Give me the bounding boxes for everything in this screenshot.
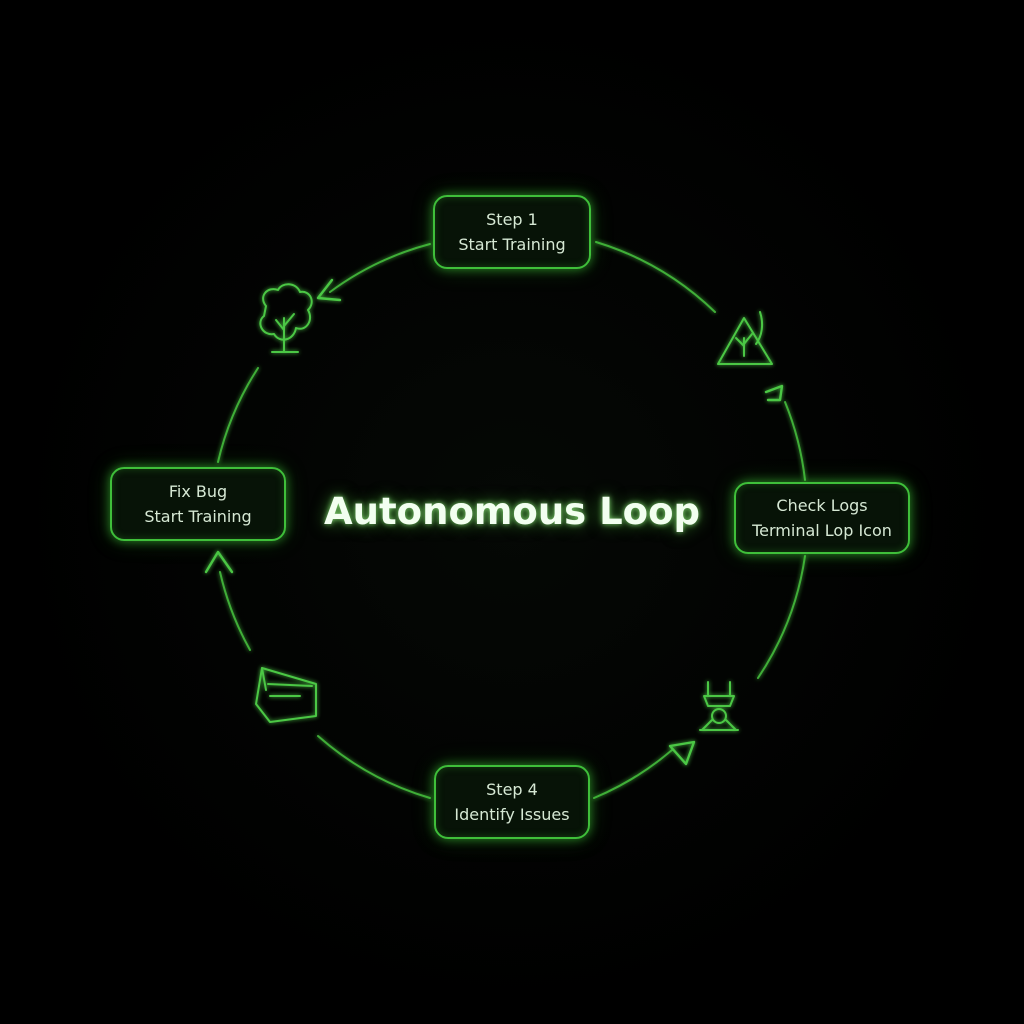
arrow-right-upper-icon — [764, 384, 784, 402]
step-node-check-logs: Check Logs Terminal Lop Icon — [734, 482, 910, 554]
node-label: Start Training — [458, 235, 566, 254]
step-node-identify-issues: Step 4 Identify Issues — [434, 765, 590, 839]
ring-arc-top-right — [595, 241, 716, 313]
arrow-bottom-right-icon — [668, 740, 696, 766]
tree-icon — [259, 283, 313, 353]
ring-arc-top-left — [329, 243, 431, 293]
diagram-title: Autonomous Loop — [324, 490, 700, 533]
ring-arc-right-upper — [784, 401, 806, 481]
robot-icon — [699, 681, 739, 731]
ring-arc-bottom-right — [593, 749, 673, 799]
step-node-start-training: Step 1 Start Training — [433, 195, 591, 269]
step-node-fix-bug: Fix Bug Start Training — [110, 467, 286, 541]
ring-arc-left-lower — [219, 571, 251, 651]
terminal-window-icon — [255, 667, 317, 723]
node-heading: Step 4 — [486, 780, 538, 799]
node-heading: Check Logs — [776, 496, 868, 515]
warning-triangle-icon — [717, 311, 773, 365]
node-heading: Step 1 — [486, 210, 538, 229]
arrow-left-icon — [204, 550, 234, 574]
node-label: Identify Issues — [454, 805, 570, 824]
arrow-top-left-icon — [316, 278, 342, 302]
node-label: Start Training — [144, 507, 252, 526]
ring-arc-left-upper — [217, 367, 259, 463]
node-label: Terminal Lop Icon — [752, 521, 892, 540]
ring-arc-bottom-left — [317, 735, 431, 799]
node-heading: Fix Bug — [168, 482, 228, 501]
ring-arc-right-lower — [757, 555, 806, 679]
